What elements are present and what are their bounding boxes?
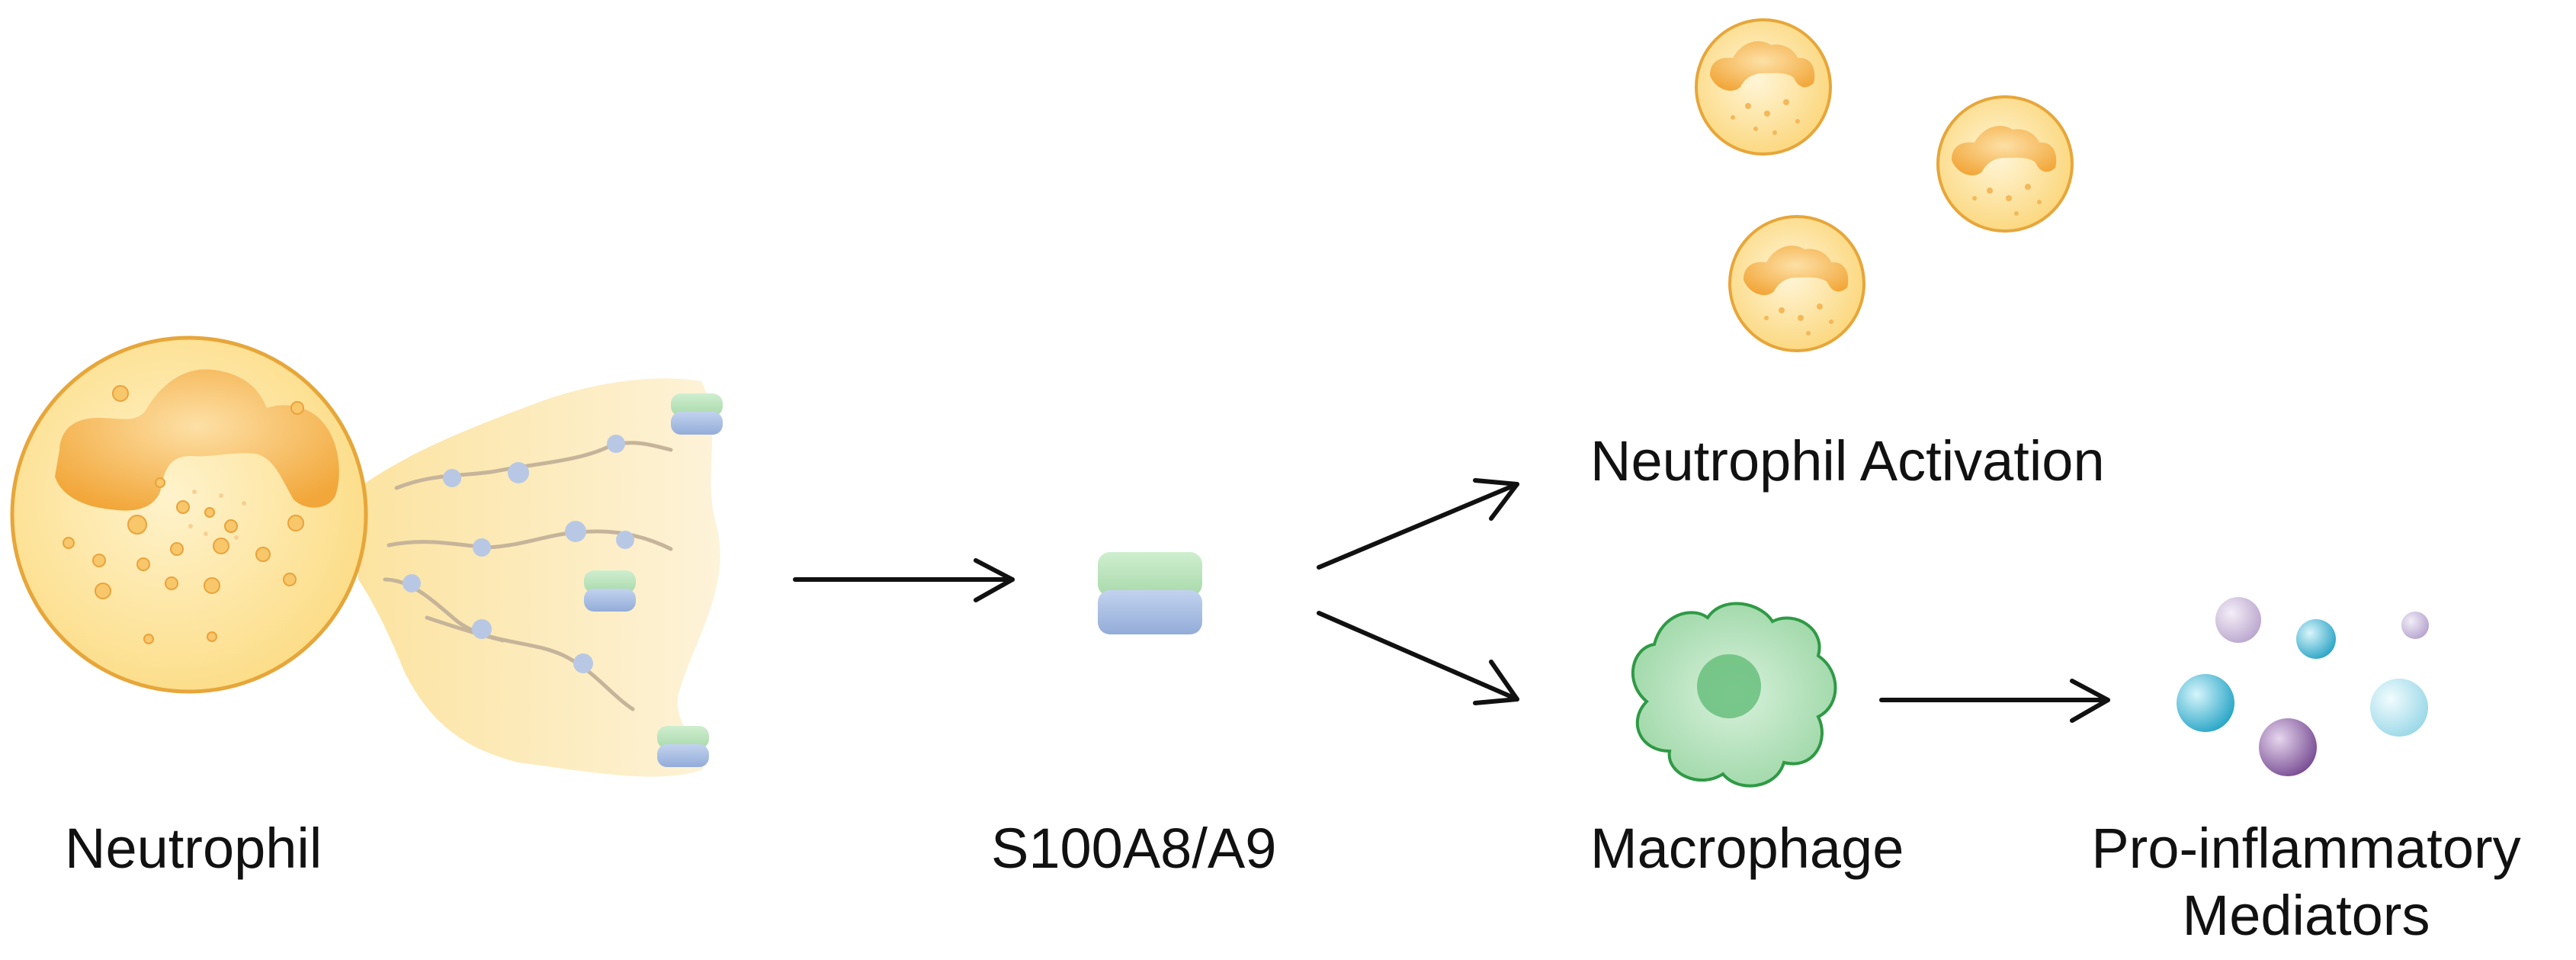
arrow-to-macrophage: [1317, 611, 1519, 705]
activated-neutrophil-1: [1695, 18, 1832, 156]
s100-dimer-net-1: [671, 393, 723, 435]
label-neutrophil: Neutrophil: [65, 817, 322, 880]
label-macrophage: Macrophage: [1590, 817, 1904, 880]
label-activation: Neutrophil Activation: [1590, 429, 2105, 493]
macrophage-cell: [1631, 602, 1837, 788]
histone-nodes: [403, 435, 634, 673]
label-mediators-line1: Pro-inflammatory: [2091, 817, 2520, 880]
activated-neutrophil-2: [1936, 95, 2074, 233]
neutrophil-nucleus: [55, 369, 339, 511]
label-mediators-line2: Mediators: [2183, 884, 2430, 947]
net-structure: [358, 378, 723, 777]
s100-dimer-central: [1098, 552, 1202, 634]
neutrophil-cell: [10, 336, 368, 694]
granules: [63, 385, 304, 644]
arrow-to-s100: [793, 558, 1015, 602]
activated-neutrophil-3: [1728, 215, 1865, 352]
arrow-to-activation: [1317, 478, 1519, 570]
mediator-bubbles: [2177, 597, 2429, 776]
s100-dimer-net-2: [584, 570, 636, 612]
arrow-to-mediators: [1879, 679, 2110, 723]
s100-dimer-net-3: [657, 726, 709, 767]
label-s100: S100A8/A9: [991, 817, 1276, 880]
